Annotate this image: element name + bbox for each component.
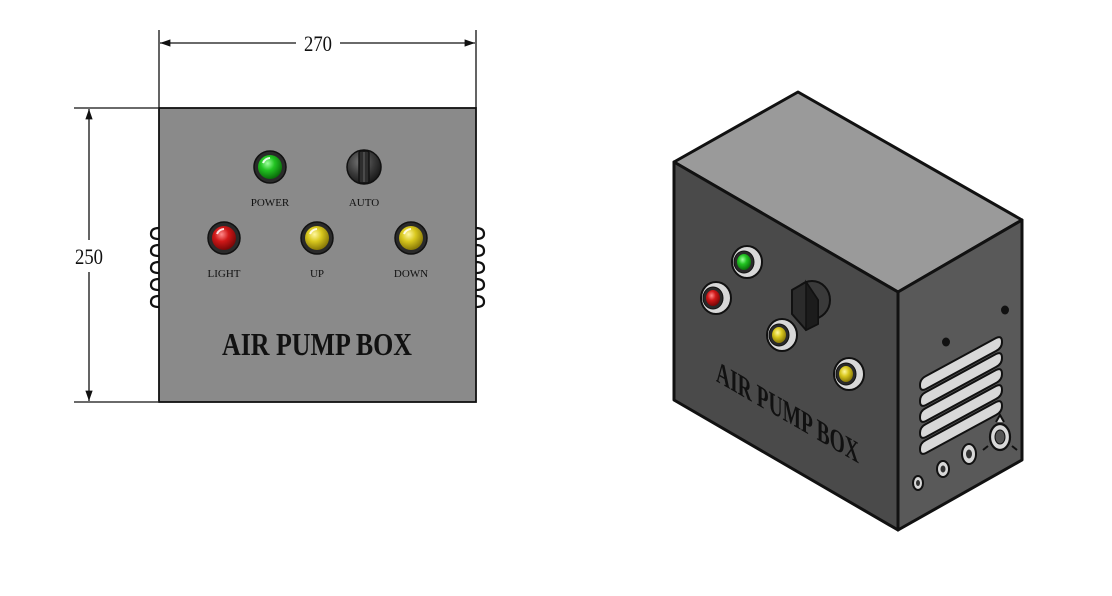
power-label: POWER <box>251 197 290 209</box>
up-label: UP <box>310 268 324 280</box>
light-label: LIGHT <box>208 268 241 280</box>
side-screw-top <box>1001 305 1009 315</box>
iso-red-lamp <box>700 281 732 315</box>
front-view: 270 250 <box>74 30 486 403</box>
width-dimension: 270 <box>158 30 477 108</box>
height-dimension-label: 250 <box>75 244 103 269</box>
power-indicator: POWER <box>251 150 290 209</box>
right-vent-fins <box>475 226 486 309</box>
auto-label: AUTO <box>349 197 379 209</box>
side-screw-mid <box>942 337 950 347</box>
side-vent-slots <box>918 336 1004 455</box>
up-indicator: UP <box>300 221 334 280</box>
iso-yellow-lamp-2 <box>833 357 865 391</box>
width-dimension-label: 270 <box>304 31 332 56</box>
front-panel <box>158 107 477 403</box>
iso-selector-switch <box>791 279 831 332</box>
front-panel-title: AIR PUMP BOX <box>222 326 412 362</box>
down-label: DOWN <box>394 268 428 280</box>
iso-yellow-lamp-1 <box>766 318 798 352</box>
light-indicator: LIGHT <box>207 221 241 280</box>
side-cable-glands <box>912 443 977 491</box>
side-connector <box>982 412 1018 452</box>
isometric-view: AIR PUMP BOX <box>672 90 1024 532</box>
left-vent-fins <box>149 226 160 309</box>
iso-green-lamp <box>731 245 763 279</box>
height-dimension: 250 <box>74 107 158 403</box>
down-indicator: DOWN <box>394 221 428 280</box>
auto-selector-switch: AUTO <box>346 149 382 209</box>
